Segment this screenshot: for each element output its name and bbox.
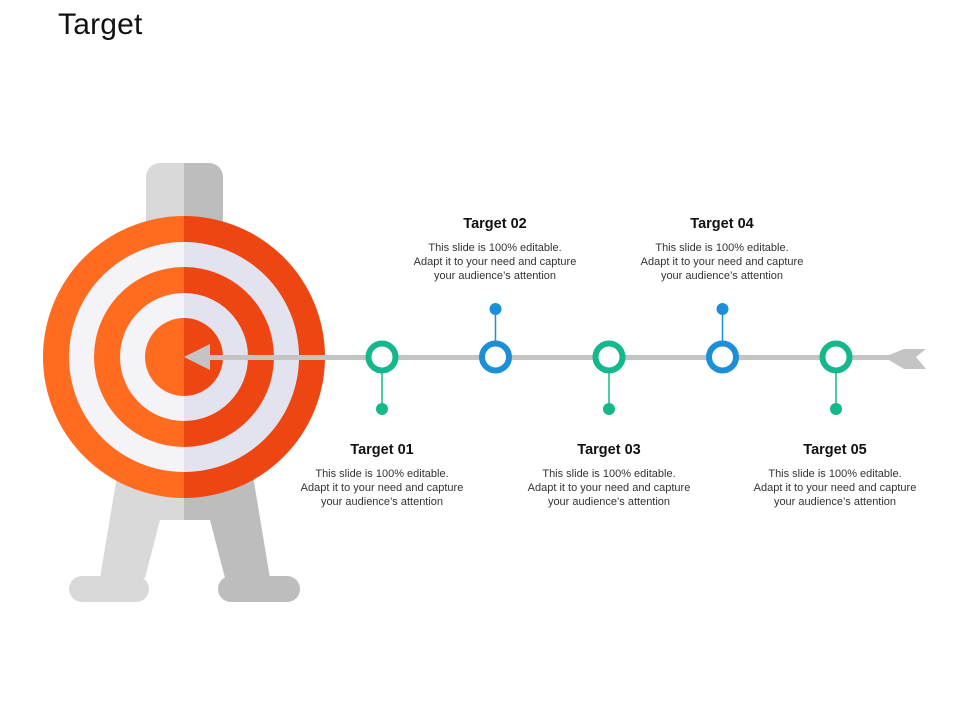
target-01-marker bbox=[365, 340, 399, 374]
target-02-marker bbox=[479, 340, 512, 374]
target-04-description: This slide is 100% editable. Adapt it to… bbox=[640, 242, 804, 282]
stand-leg-right bbox=[184, 470, 270, 578]
target-02-block: Target 02 This slide is 100% editable. A… bbox=[395, 216, 595, 283]
stand-foot-right bbox=[218, 576, 300, 602]
target-04-title: Target 04 bbox=[690, 216, 754, 232]
stand-leg-left bbox=[100, 470, 184, 578]
target-02-dot bbox=[489, 303, 502, 315]
stand-foot-left bbox=[69, 576, 149, 602]
target-04-dot bbox=[716, 303, 729, 315]
target-04-marker bbox=[706, 340, 739, 374]
arrow bbox=[184, 344, 926, 370]
target-05-block: Target 05 This slide is 100% editable. A… bbox=[735, 442, 935, 509]
timeline-markers bbox=[365, 303, 853, 415]
ring-5-left bbox=[145, 318, 184, 396]
stand-post-left bbox=[146, 163, 184, 225]
target-03-dot bbox=[603, 403, 615, 415]
target-03-block: Target 03 This slide is 100% editable. A… bbox=[509, 442, 709, 509]
target-05-marker bbox=[819, 340, 853, 374]
target-05-description: This slide is 100% editable. Adapt it to… bbox=[753, 468, 917, 508]
target-stand bbox=[69, 163, 300, 602]
target-03-description: This slide is 100% editable. Adapt it to… bbox=[527, 468, 691, 508]
page-title: Target bbox=[58, 8, 143, 41]
target-02-title: Target 02 bbox=[463, 216, 527, 232]
arrow-head-icon bbox=[184, 344, 210, 370]
target-05-title: Target 05 bbox=[803, 442, 867, 458]
target-05-dot bbox=[830, 403, 842, 415]
arrow-shaft bbox=[205, 355, 895, 360]
target-03-title: Target 03 bbox=[577, 442, 641, 458]
target-01-title: Target 01 bbox=[350, 442, 414, 458]
target-02-description: This slide is 100% editable. Adapt it to… bbox=[413, 242, 577, 282]
target-01-block: Target 01 This slide is 100% editable. A… bbox=[282, 442, 482, 509]
target-01-description: This slide is 100% editable. Adapt it to… bbox=[300, 468, 464, 508]
target-03-marker bbox=[592, 340, 626, 374]
stand-post-right bbox=[184, 163, 223, 225]
target-01-dot bbox=[376, 403, 388, 415]
bullseye bbox=[43, 216, 325, 498]
arrow-fletching-icon bbox=[884, 349, 926, 369]
target-04-block: Target 04 This slide is 100% editable. A… bbox=[622, 216, 822, 283]
